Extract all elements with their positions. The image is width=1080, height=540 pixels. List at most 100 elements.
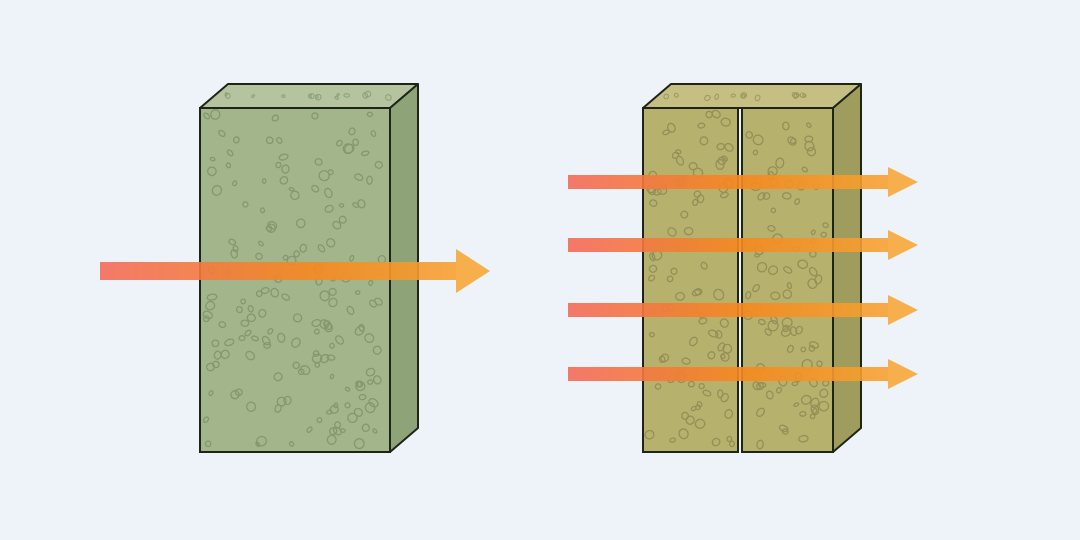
texture-pore [255, 290, 263, 298]
texture-pore [314, 158, 323, 166]
texture-pore [670, 267, 678, 275]
double-block-side-face [832, 83, 862, 453]
texture-pore [224, 338, 235, 347]
texture-pore [334, 95, 339, 100]
texture-pore [808, 341, 820, 349]
texture-pore [278, 153, 289, 161]
texture-pore [329, 426, 338, 436]
texture-pore [356, 380, 364, 388]
texture-pore [714, 93, 720, 100]
texture-pore [805, 122, 812, 128]
texture-pore [364, 90, 372, 98]
texture-pore [317, 244, 326, 253]
texture-pore [691, 289, 702, 297]
texture-pore [325, 409, 333, 415]
texture-pore [729, 440, 735, 448]
texture-pore [232, 180, 238, 187]
texture-pore [270, 287, 280, 298]
texture-pore [344, 402, 351, 409]
texture-pore [678, 428, 689, 440]
texture-pore [770, 207, 777, 214]
texture-pore [297, 368, 305, 376]
texture-pore [204, 440, 212, 448]
single-block-top-texture [224, 90, 392, 101]
texture-pore [352, 201, 359, 209]
texture-pore [793, 402, 800, 407]
texture-pore [671, 151, 680, 160]
texture-pore [687, 380, 695, 388]
texture-pore [343, 143, 355, 154]
single-block-texture [202, 109, 387, 450]
texture-pore [662, 129, 670, 136]
texture-pore [352, 138, 360, 147]
texture-pore [202, 310, 213, 320]
texture-pore [775, 157, 785, 169]
heat-arrow-4 [568, 359, 918, 389]
texture-pore [332, 220, 342, 230]
texture-pore [818, 400, 830, 412]
texture-pore [329, 404, 339, 414]
texture-pore [740, 92, 748, 99]
texture-pore [797, 259, 809, 270]
texture-pore [319, 290, 330, 302]
texture-pore [758, 382, 767, 388]
texture-pore [267, 220, 278, 230]
texture-pore [793, 92, 800, 99]
texture-pore [203, 112, 211, 120]
texture-pore [800, 394, 812, 405]
texture-pore [240, 298, 247, 305]
texture-pore [783, 266, 793, 274]
heat-arrow-head [888, 230, 918, 260]
texture-pore [367, 379, 374, 385]
texture-pore [789, 137, 797, 145]
texture-pore [752, 149, 759, 156]
texture-pore [226, 149, 234, 157]
texture-pore [720, 393, 729, 403]
texture-pore [786, 344, 794, 353]
texture-pore [218, 321, 227, 329]
texture-pore [693, 190, 702, 198]
texture-pore [251, 94, 256, 98]
texture-pore [810, 229, 816, 236]
texture-pore [757, 192, 766, 201]
texture-pore [802, 93, 807, 98]
texture-pore [721, 155, 729, 162]
texture-pore [764, 328, 772, 336]
texture-pore [311, 112, 319, 120]
texture-pore [368, 299, 378, 308]
texture-pore [224, 92, 231, 99]
texture-pore [230, 390, 240, 400]
texture-pore [312, 350, 320, 358]
texture-pore [675, 291, 686, 301]
texture-pore [704, 94, 711, 102]
texture-pore [220, 349, 230, 360]
texture-pore [368, 279, 374, 286]
texture-pore [354, 173, 364, 181]
texture-pore [292, 313, 303, 323]
texture-pore [281, 94, 286, 98]
texture-pore [339, 428, 346, 433]
texture-pore [770, 291, 781, 301]
texture-pore [711, 437, 721, 447]
texture-pore [319, 353, 330, 364]
heat-arrow-shaft [568, 175, 890, 189]
texture-pore [283, 395, 292, 406]
texture-pore [372, 428, 378, 434]
texture-pore [756, 439, 764, 450]
texture-pore [711, 109, 721, 119]
texture-pore [235, 306, 243, 314]
texture-pore [245, 350, 256, 361]
texture-pore [801, 166, 808, 173]
texture-pore [246, 401, 257, 412]
texture-pore [688, 336, 698, 347]
texture-pore [667, 227, 677, 237]
texture-pore [206, 293, 218, 301]
texture-pore [715, 329, 723, 339]
texture-pore [681, 357, 691, 365]
texture-pore [306, 426, 313, 433]
texture-pore [313, 328, 320, 335]
texture-pore [649, 252, 656, 262]
texture-pore [210, 109, 221, 120]
texture-pore [328, 287, 337, 296]
texture-pore [329, 342, 335, 349]
